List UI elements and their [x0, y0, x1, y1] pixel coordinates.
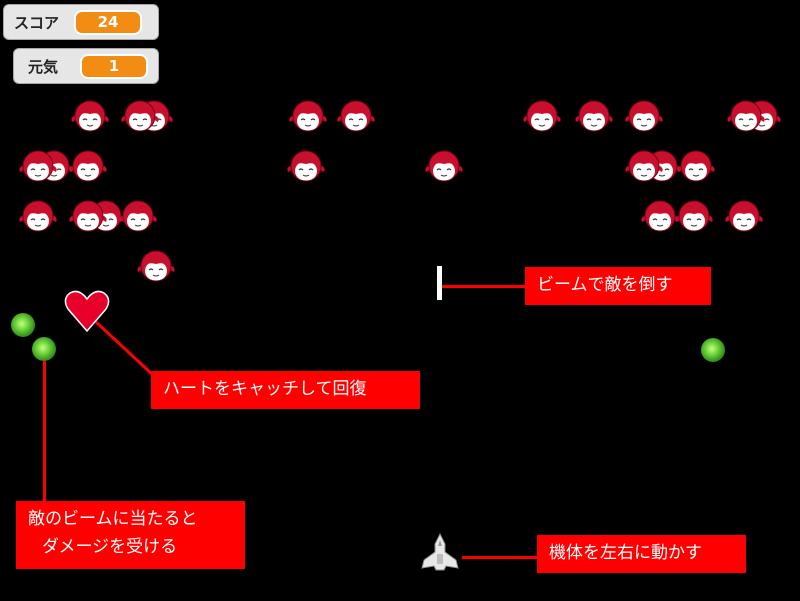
life-panel: 元気 1	[13, 48, 159, 84]
move-callout: 機体を左右に動かす	[537, 535, 746, 573]
life-label: 元気	[28, 57, 59, 76]
green-orb-icon	[32, 337, 56, 361]
heart-callout: ハートをキャッチして回復	[151, 371, 420, 409]
move-callout-line	[462, 556, 538, 559]
green-orb-icon	[701, 338, 725, 362]
score-value: 24	[74, 9, 142, 35]
score-label: スコア	[14, 13, 60, 32]
damage-callout-line	[43, 361, 46, 502]
life-value: 1	[80, 53, 148, 79]
beam-callout: ビームで敵を倒す	[525, 267, 711, 305]
player-beam	[437, 266, 442, 300]
player-ship-icon[interactable]	[418, 532, 462, 572]
damage-callout-line2: ダメージを受ける	[42, 537, 178, 557]
damage-callout-line1: 敵のビームに当たると	[28, 509, 198, 529]
heart-icon	[64, 290, 110, 333]
damage-callout: 敵のビームに当たると ダメージを受ける	[16, 501, 245, 569]
beam-callout-line	[442, 285, 526, 288]
score-panel: スコア 24	[3, 4, 159, 40]
green-orb-icon	[11, 313, 35, 337]
